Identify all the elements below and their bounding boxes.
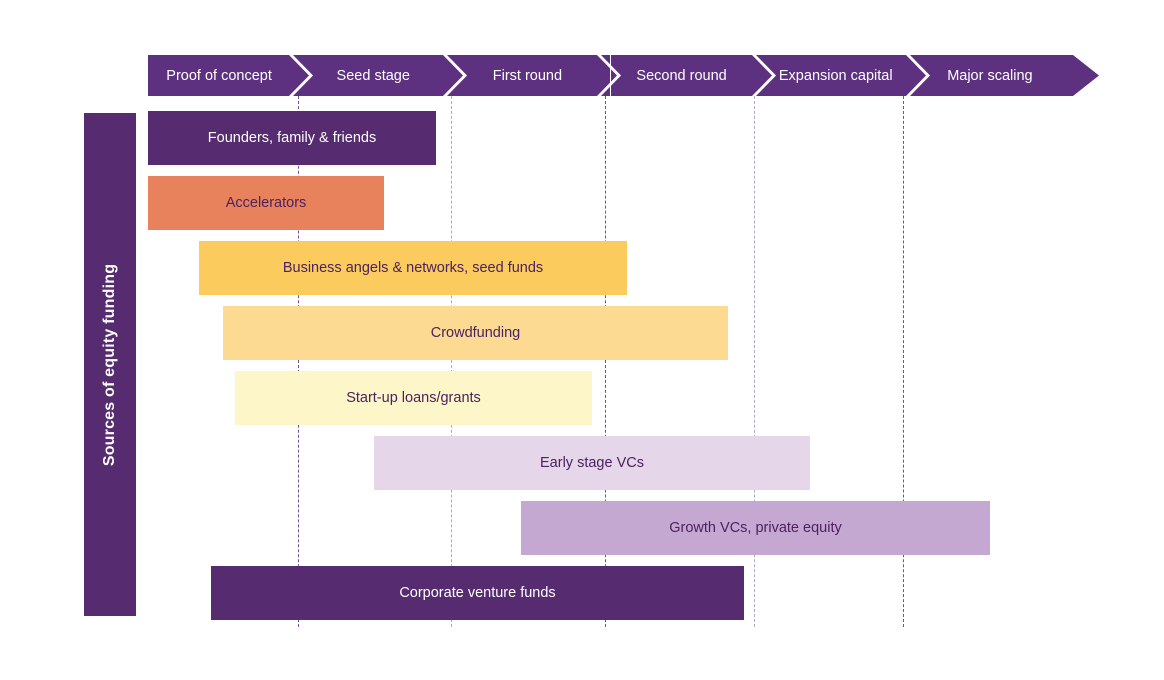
stage-label: Second round [636, 67, 727, 84]
gridline-2 [451, 96, 452, 627]
axis-label-text: Sources of equity funding [101, 263, 118, 466]
funding-bar-label: Accelerators [225, 194, 307, 211]
funding-bar[interactable]: Accelerators [148, 176, 384, 230]
funding-bar[interactable]: Business angels & networks, seed funds [199, 241, 627, 295]
stage-6[interactable]: Major scaling [918, 55, 1073, 96]
stage-label: First round [492, 67, 563, 84]
gridline-5 [903, 96, 904, 627]
funding-bar[interactable]: Growth VCs, private equity [521, 501, 990, 555]
stage-band: Proof of concept Seed stage First round Sec… [148, 55, 1099, 96]
funding-bar[interactable]: Early stage VCs [374, 436, 810, 490]
funding-bar[interactable]: Founders, family & friends [148, 111, 436, 165]
funding-bar[interactable]: Start-up loans/grants [235, 371, 592, 425]
stage-4[interactable]: Second round [610, 55, 776, 96]
stage-3[interactable]: First round [456, 55, 622, 96]
funding-bar[interactable]: Corporate venture funds [211, 566, 744, 620]
funding-bar-label: Growth VCs, private equity [669, 519, 842, 536]
stage-2[interactable]: Seed stage [302, 55, 468, 96]
stage-5[interactable]: Expansion capital [764, 55, 930, 96]
gridline-4 [754, 96, 755, 627]
stage-label: Expansion capital [778, 67, 893, 84]
stage-label: Major scaling [947, 67, 1033, 84]
funding-bar[interactable]: Crowdfunding [223, 306, 728, 360]
funding-bar-label: Business angels & networks, seed funds [282, 259, 544, 276]
funding-bar-label: Founders, family & friends [207, 129, 377, 146]
funding-bar-label: Start-up loans/grants [346, 389, 481, 406]
stage-label: Proof of concept [166, 67, 272, 84]
gridline-3 [605, 96, 606, 627]
funding-bar-label: Corporate venture funds [399, 584, 556, 601]
stage-label: Seed stage [336, 67, 410, 84]
funding-bar-label: Early stage VCs [540, 454, 644, 471]
funding-bar-label: Crowdfunding [430, 324, 521, 341]
stage-1[interactable]: Proof of concept [148, 55, 314, 96]
chevron-arrow-head-icon [1073, 55, 1099, 96]
axis-label-sources-of-equity-funding: Sources of equity funding [84, 113, 136, 616]
gridline-1 [298, 96, 299, 627]
